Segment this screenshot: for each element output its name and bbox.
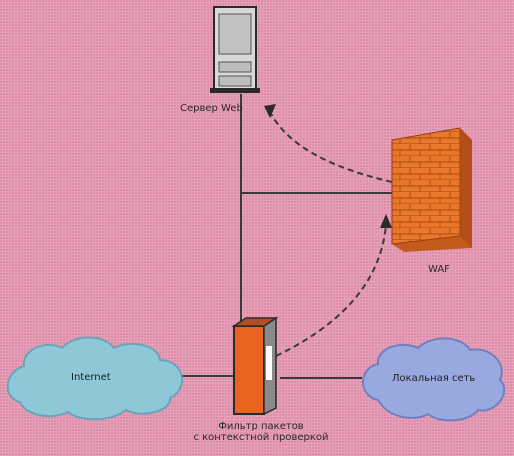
firewall-brick-wall-icon	[391, 127, 472, 252]
packet-filter-device-icon	[231, 316, 279, 416]
local-network-label: Локальная сеть	[392, 373, 476, 384]
arrow-waf-to-server	[269, 111, 393, 183]
packet-filter-label: Фильтр пакетов с контекстной проверкой	[176, 421, 346, 443]
web-server-label: Сервер Web	[180, 103, 243, 114]
cloud-icon	[362, 337, 506, 422]
cloud-icon	[6, 336, 183, 421]
waf-label: WAF	[428, 264, 450, 275]
dashed-arrows	[269, 111, 393, 357]
internet-label: Internet	[71, 372, 111, 383]
arrow-filter-to-waf	[275, 224, 387, 357]
arrowhead-server	[264, 104, 276, 118]
connection-lines	[180, 94, 392, 379]
server-icon	[210, 6, 260, 93]
packet-filter-label-line1: Фильтр пакетов	[218, 421, 304, 432]
arrowhead-waf	[380, 214, 392, 228]
packet-filter-label-line2: с контекстной проверкой	[193, 432, 329, 443]
